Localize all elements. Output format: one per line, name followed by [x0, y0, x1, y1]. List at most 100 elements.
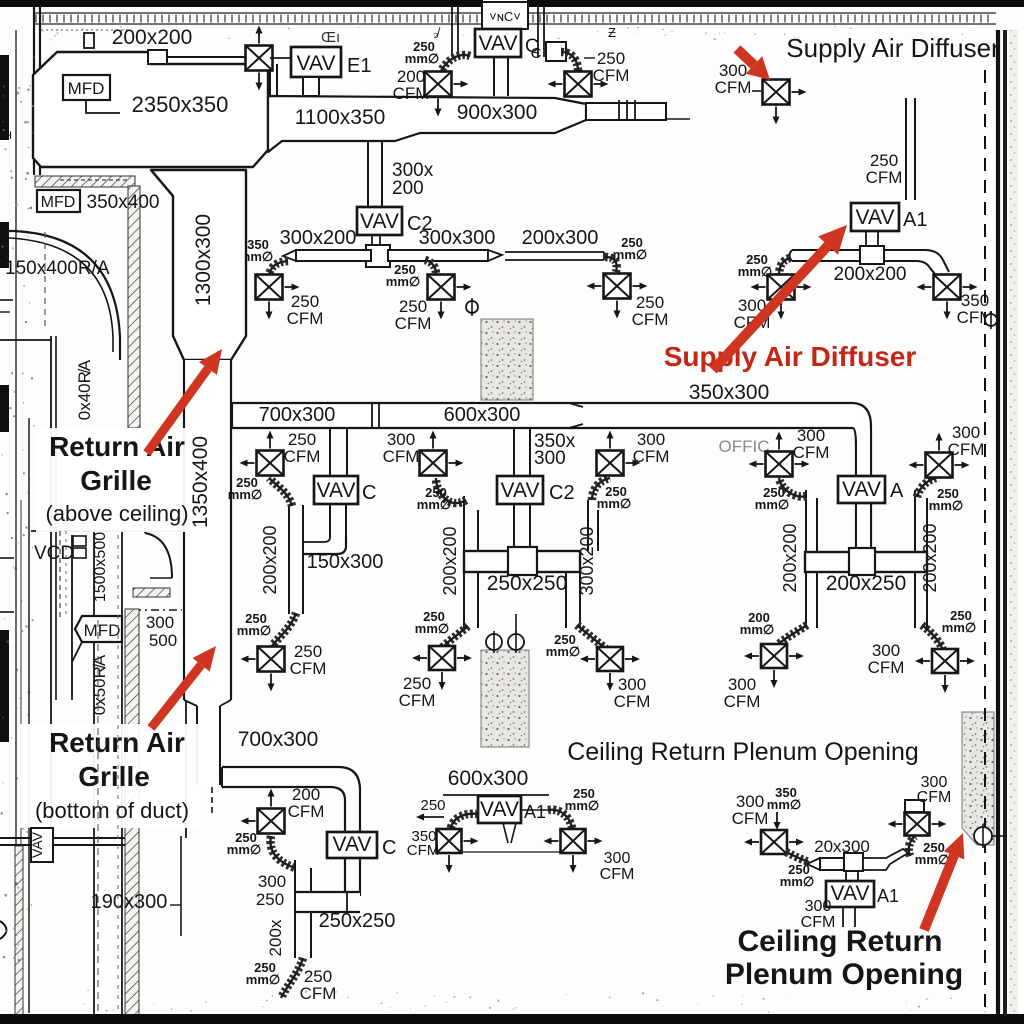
svg-text:mm∅: mm∅ [942, 620, 976, 635]
svg-text:CFM: CFM [793, 443, 830, 462]
svg-text:Є: Є [531, 45, 542, 62]
svg-text:CFM: CFM [393, 84, 430, 103]
svg-text:250: 250 [235, 830, 257, 845]
svg-text:CFM: CFM [290, 659, 327, 678]
svg-text:VAV: VAV [297, 52, 336, 75]
svg-text:mm∅: mm∅ [755, 497, 789, 512]
svg-text:200: 200 [292, 785, 320, 804]
svg-text:300: 300 [952, 423, 980, 442]
svg-text:OFFIC: OFFIC [719, 437, 770, 456]
svg-text:mm∅: mm∅ [386, 274, 420, 289]
svg-text:300: 300 [736, 792, 764, 811]
svg-text:250: 250 [245, 611, 267, 626]
svg-text:CFM: CFM [715, 78, 752, 97]
svg-text:200x200: 200x200 [260, 525, 280, 594]
svg-text:250: 250 [236, 475, 258, 490]
svg-text:VCD: VCD [34, 543, 74, 564]
svg-text:250: 250 [621, 235, 643, 250]
svg-text:250x250: 250x250 [319, 910, 396, 932]
svg-text:CFM: CFM [632, 310, 669, 329]
svg-text:CFM: CFM [732, 809, 769, 828]
svg-text:mm∅: mm∅ [780, 874, 814, 889]
svg-text:250: 250 [788, 862, 810, 877]
svg-text:190x300: 190x300 [91, 891, 168, 913]
svg-text:C: C [362, 482, 376, 504]
svg-text:Supply Air Diffuser: Supply Air Diffuser [786, 33, 1000, 63]
svg-text:VAV: VAV [480, 798, 519, 821]
svg-text:mm∅: mm∅ [740, 622, 774, 637]
svg-text:(bottom of duct): (bottom of duct) [35, 798, 189, 823]
svg-text:300x300: 300x300 [419, 227, 496, 249]
svg-text:VAV: VAV [831, 882, 870, 905]
svg-text:CFM: CFM [383, 447, 420, 466]
svg-text:˅ɴC˅: ˅ɴC˅ [489, 9, 521, 24]
svg-text:250: 250 [923, 840, 945, 855]
svg-text:CFM: CFM [957, 308, 994, 327]
svg-text:250x250: 250x250 [487, 572, 568, 595]
svg-text:mm∅: mm∅ [738, 264, 772, 279]
svg-text:300: 300 [719, 61, 747, 80]
svg-text:A: A [890, 480, 904, 502]
svg-text:mm∅: mm∅ [417, 497, 451, 512]
svg-text:Grille: Grille [80, 465, 152, 496]
svg-text:300: 300 [146, 613, 174, 632]
svg-text:250: 250 [937, 486, 959, 501]
svg-text:CFM: CFM [395, 314, 432, 333]
svg-text:250: 250 [636, 293, 664, 312]
svg-text:2350x350: 2350x350 [132, 92, 229, 117]
svg-text:200x: 200x [266, 919, 285, 956]
svg-text:250: 250 [597, 49, 625, 68]
svg-text:VAV: VAV [29, 831, 45, 858]
svg-text:CFM: CFM [868, 658, 905, 677]
svg-text:250: 250 [291, 292, 319, 311]
svg-text:200x200: 200x200 [780, 523, 800, 592]
svg-text:350x400: 350x400 [87, 192, 160, 213]
svg-text:250: 250 [294, 642, 322, 661]
svg-text:₂̸: ₂̸ [433, 25, 440, 40]
svg-text:MFD: MFD [41, 194, 76, 211]
svg-text:250: 250 [425, 485, 447, 500]
svg-text:CFM: CFM [288, 802, 325, 821]
svg-text:VAV: VAV [479, 32, 518, 55]
svg-text:CFM: CFM [614, 692, 651, 711]
svg-text:CFM: CFM [801, 914, 836, 931]
svg-text:300x: 300x [392, 160, 434, 181]
svg-text:Supply Air Diffuser: Supply Air Diffuser [664, 341, 917, 372]
svg-text:1500x500: 1500x500 [92, 532, 109, 602]
svg-text:CFM: CFM [948, 440, 985, 459]
svg-text:300: 300 [921, 774, 948, 791]
svg-text:VAV: VAV [842, 478, 881, 501]
svg-text:200x200: 200x200 [440, 526, 460, 595]
svg-text:350: 350 [411, 828, 436, 845]
svg-text:200x200: 200x200 [112, 26, 193, 49]
svg-text:300: 300 [258, 872, 286, 891]
svg-text:CFM: CFM [917, 789, 952, 806]
svg-text:250: 250 [394, 262, 416, 277]
svg-text:VAV: VAV [856, 206, 895, 229]
svg-text:300x200: 300x200 [280, 227, 357, 249]
svg-text:0x50R̸A: 0x50R̸A [90, 654, 109, 715]
svg-text:mm∅: mm∅ [239, 249, 273, 264]
svg-text:250: 250 [950, 608, 972, 623]
svg-text:200x200: 200x200 [834, 264, 907, 285]
svg-text:300: 300 [872, 641, 900, 660]
svg-text:A1: A1 [524, 802, 546, 822]
svg-text:350: 350 [247, 237, 269, 252]
svg-text:600x300: 600x300 [444, 404, 521, 426]
svg-text:CFM: CFM [407, 842, 440, 859]
svg-text:Ceiling Return Plenum Opening: Ceiling Return Plenum Opening [567, 738, 919, 766]
svg-text:300: 300 [604, 850, 631, 867]
svg-text:350: 350 [961, 291, 989, 310]
svg-text:150x400R/A: 150x400R/A [5, 258, 110, 279]
svg-text:CFM: CFM [593, 66, 630, 85]
svg-text:mm∅: mm∅ [915, 852, 949, 867]
svg-text:200: 200 [748, 610, 770, 625]
svg-text:CFM: CFM [287, 309, 324, 328]
svg-text:350x: 350x [534, 431, 576, 452]
svg-text:300: 300 [738, 296, 766, 315]
svg-text:Grille: Grille [78, 761, 150, 792]
svg-text:200x250: 200x250 [826, 572, 907, 595]
svg-text:200x300: 200x300 [522, 227, 599, 249]
svg-text:VAV: VAV [317, 479, 356, 502]
svg-text:250: 250 [403, 674, 431, 693]
